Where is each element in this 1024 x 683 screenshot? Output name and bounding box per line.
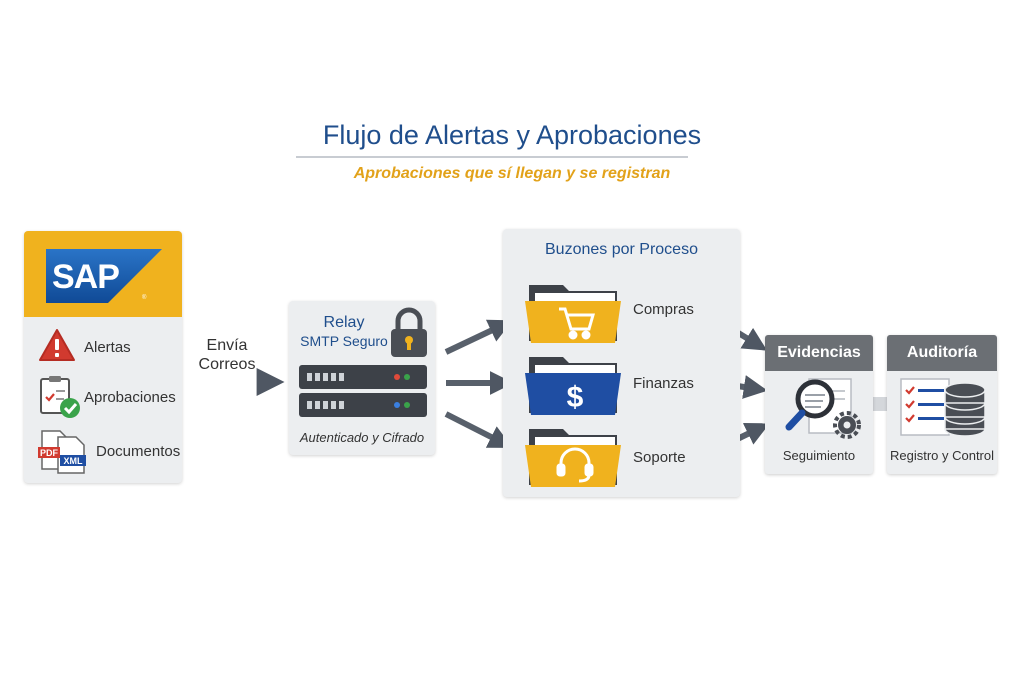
diagram-title: Flujo de Alertas y Aprobaciones — [322, 120, 702, 150]
envia-label-line-1: Envía — [206, 337, 248, 354]
pdf-xml-document-icon: PDF XML — [38, 430, 86, 474]
svg-text:®: ® — [142, 294, 147, 301]
folder-label-soporte: Soporte — [633, 449, 686, 466]
relay-caption: Autenticado y Cifrado — [299, 430, 425, 445]
relay-title: Relay — [323, 314, 365, 331]
sap-header: SAP ® — [24, 231, 182, 317]
diagram-subtitle: Aprobaciones que sí llegan y se registra… — [353, 165, 671, 182]
envia-correos-label: Envía Correos — [192, 336, 262, 374]
sap-item-aprobaciones: Aprobaciones — [38, 375, 178, 418]
auditoria-title: Auditoría — [887, 335, 997, 371]
sap-logo: SAP ® — [46, 249, 162, 303]
sap-item-documentos: PDF XML Documentos — [38, 429, 181, 474]
relay-smtp-panel: Relay SMTP Seguro Autenticado y Cifrado — [289, 301, 435, 455]
connector-evidencias-auditoria — [873, 397, 887, 411]
folder-finanzas: $ — [525, 357, 621, 415]
sap-logo-text: SAP — [52, 258, 119, 296]
evidencias-caption: Seguimiento — [782, 448, 856, 463]
auditoria-caption: Registro y Control — [889, 448, 995, 463]
warning-icon — [39, 329, 75, 361]
server-rack-icon — [299, 365, 427, 417]
magnifier-gear-icon — [785, 378, 861, 439]
sap-source-panel: SAP ® Alertas Aprobaciones PDF — [24, 231, 182, 483]
xml-badge: XML — [64, 456, 84, 466]
relay-subtitle: SMTP Seguro — [300, 333, 388, 349]
sap-item-label: Aprobaciones — [84, 389, 176, 406]
auditoria-card: Auditoría Registro y Control — [887, 335, 997, 474]
title-divider — [296, 156, 688, 158]
evidencias-title: Evidencias — [765, 335, 873, 371]
sap-item-label: Documentos — [96, 443, 181, 460]
arrow-relay-to-soporte — [444, 411, 513, 448]
padlock-icon — [391, 307, 427, 357]
folder-label-compras: Compras — [633, 301, 694, 318]
sap-item-label: Alertas — [84, 339, 131, 356]
arrow-relay-to-compras — [444, 319, 513, 355]
dollar-icon: $ — [567, 381, 584, 414]
folder-compras — [525, 285, 621, 343]
buzones-title: Buzones por Proceso — [545, 241, 698, 258]
checklist-database-icon — [900, 378, 986, 437]
envia-label-line-2: Correos — [198, 356, 256, 373]
folder-label-finanzas: Finanzas — [633, 375, 694, 392]
headset-icon — [556, 447, 594, 483]
clipboard-check-icon — [40, 376, 80, 418]
shopping-cart-icon — [559, 307, 595, 340]
sap-item-alertas: Alertas — [38, 327, 178, 367]
pdf-badge: PDF — [40, 448, 59, 458]
evidencias-card: Evidencias Seguimiento — [765, 335, 873, 474]
buzones-panel: Buzones por Proceso Compras $ Finanzas S… — [503, 229, 740, 497]
folder-soporte — [525, 429, 621, 487]
